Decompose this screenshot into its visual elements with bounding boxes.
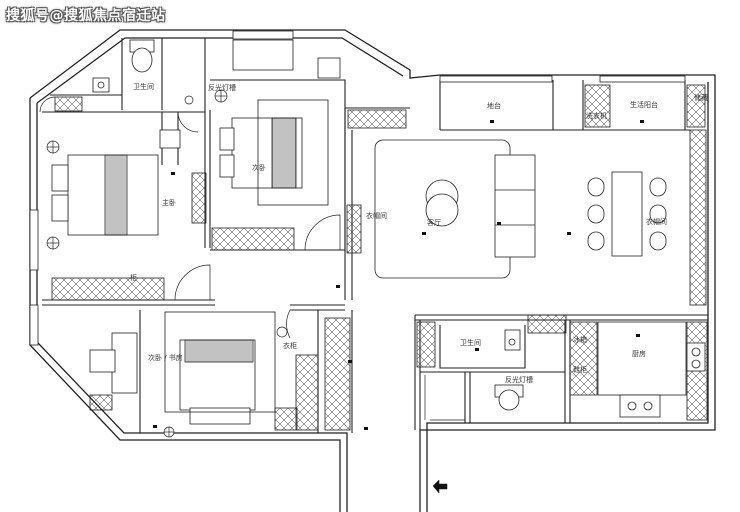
socket-markers (153, 120, 644, 430)
label-second: 次卧 (252, 163, 266, 172)
dining-table (611, 171, 643, 257)
watermark-text: 搜狐号@搜狐焦点宿迁站 (6, 8, 166, 24)
label-light-top: 反光灯槽 (208, 83, 236, 92)
label-storage: 储藏 (694, 93, 708, 102)
label-closet: 衣帽间 (646, 217, 667, 226)
label-light-bottom: 反光灯槽 (505, 375, 533, 384)
windows (29, 30, 686, 346)
label-bath1: 卫生间 (133, 82, 154, 91)
label-life-balcony: 生活阳台 (630, 100, 658, 109)
label-bedroom3: 次卧 / 书房 (148, 353, 183, 362)
entry-arrow-icon (432, 479, 448, 494)
label-living: 客厅 (427, 218, 441, 227)
kitchen-island (597, 321, 687, 396)
sofa (494, 154, 536, 258)
label-cloak: 衣帽间 (366, 211, 387, 220)
label-master: 主卧 (162, 198, 176, 207)
label-bath2: 卫生间 (460, 338, 481, 347)
exterior-walls (29, 29, 716, 512)
label-entry-closet: 鞋柜 (573, 365, 587, 374)
room-labels: 卫生间 反光灯槽 主卧 次卧 客厅 地台 生活阳台 洗衣机 储藏 衣帽间 衣帽间… (130, 82, 708, 384)
label-balcony: 地台 (487, 101, 501, 110)
doors (39, 96, 465, 421)
label-laundry: 洗衣机 (586, 111, 607, 120)
cabinets (51, 84, 708, 431)
light-fixtures (46, 89, 288, 438)
label-cabinet: 柜 (130, 273, 137, 282)
label-wardrobe: 衣柜 (283, 341, 297, 350)
label-fridge: 冰箱 (573, 335, 587, 344)
label-kitchen: 厨房 (632, 349, 646, 358)
furniture (51, 39, 706, 425)
